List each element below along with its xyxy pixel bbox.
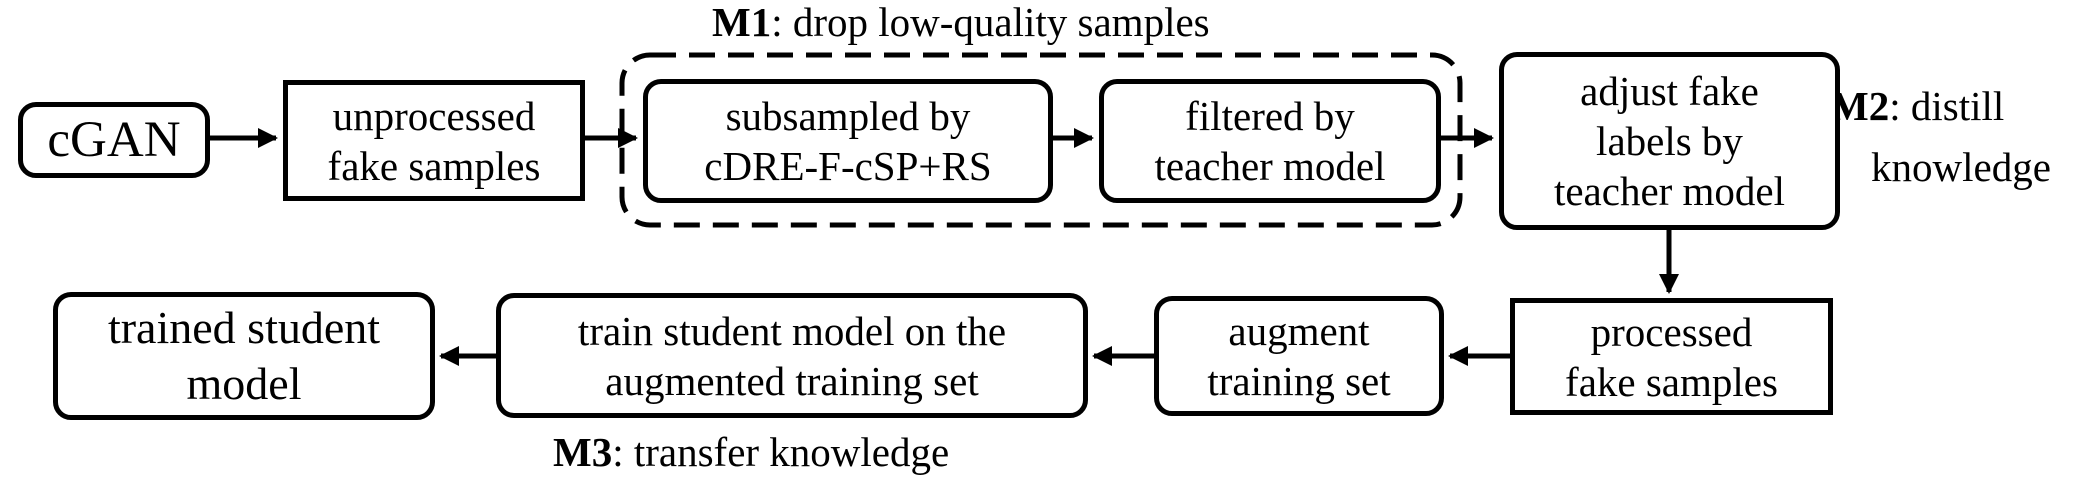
m1-desc: : drop low-quality samples: [771, 0, 1210, 45]
m2-label: M2: distill: [1830, 82, 2004, 130]
m3-label: M3: transfer knowledge: [553, 428, 949, 476]
node-cgan-text: cGAN: [47, 112, 181, 168]
m3-desc: : transfer knowledge: [612, 429, 950, 475]
node-adjust-fake-labels: adjust fake labels by teacher model: [1499, 52, 1840, 230]
node-adjust-text: adjust fake labels by teacher model: [1553, 68, 1786, 214]
m1-tag: M1: [712, 0, 772, 45]
node-unprocessed-fake-samples: unprocessed fake samples: [283, 80, 585, 201]
node-subsampled: subsampled by cDRE-F-cSP+RS: [643, 79, 1053, 203]
node-augment-training-set: augment training set: [1154, 296, 1444, 416]
node-cgan: cGAN: [18, 102, 210, 178]
node-processed-fake-samples: processed fake samples: [1510, 298, 1833, 415]
node-augment-text: augment training set: [1207, 308, 1391, 404]
node-trained-student-model: trained student model: [53, 292, 435, 420]
node-subsampled-text: subsampled by cDRE-F-cSP+RS: [704, 93, 992, 189]
m2-desc-line2: knowledge: [1871, 144, 2051, 190]
m1-label: M1: drop low-quality samples: [712, 0, 1210, 46]
node-filtered-text: filtered by teacher model: [1154, 93, 1386, 189]
node-train-student-model: train student model on the augmented tra…: [496, 293, 1088, 418]
node-unprocessed-text: unprocessed fake samples: [327, 92, 541, 189]
node-train-student-text: train student model on the augmented tra…: [577, 307, 1007, 404]
node-processed-text: processed fake samples: [1565, 308, 1778, 405]
node-trained-student-text: trained student model: [107, 302, 381, 409]
m3-tag: M3: [553, 429, 613, 475]
m2-label-line2: knowledge: [1871, 143, 2051, 191]
node-filtered: filtered by teacher model: [1099, 79, 1441, 203]
m2-desc: : distill: [1889, 83, 2005, 129]
